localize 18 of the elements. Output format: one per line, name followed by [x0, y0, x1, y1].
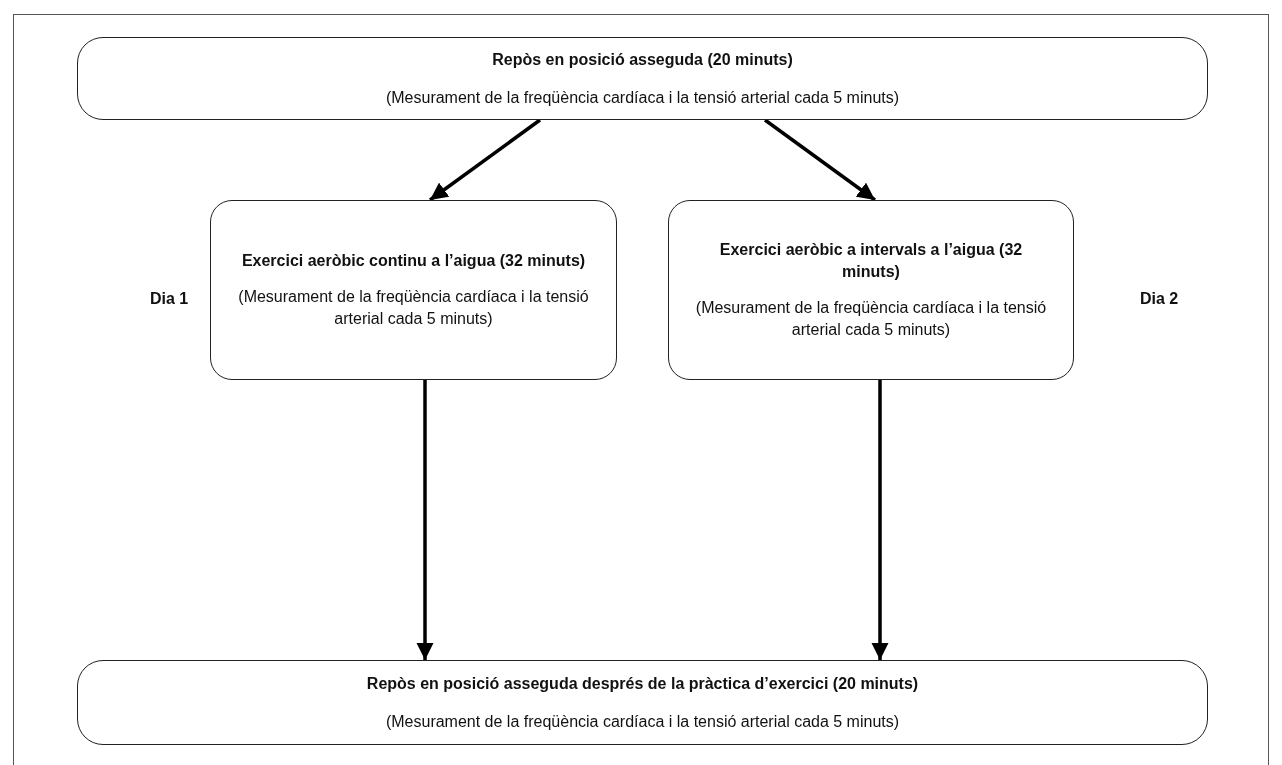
- step-description: (Mesurament de la freqüència cardíaca i la tensió arterial cada 5 minuts): [694, 298, 1048, 340]
- step-title: Exercici aeròbic a intervals a l’aigua (32 minuts): [718, 240, 1024, 282]
- arrow: [428, 118, 542, 202]
- step-description: (Mesurament de la freqüència cardíaca i la tensió arterial cada 5 minuts): [385, 711, 900, 732]
- step-title: Exercici aeròbic continu a l’aigua (32 minuts): [241, 251, 586, 271]
- process-box: [668, 200, 1074, 380]
- arrow: [763, 118, 877, 202]
- arrow: [416, 380, 434, 660]
- day-label: Dia 1: [150, 290, 189, 308]
- step-description: (Mesurament de la freqüència cardíaca i la tensió arterial cada 5 minuts): [385, 87, 900, 108]
- process-box: [210, 200, 617, 380]
- day-label: Dia 2: [1140, 290, 1179, 308]
- process-box: [77, 660, 1208, 745]
- step-description: (Mesurament de la freqüència cardíaca i la tensió arterial cada 5 minuts): [237, 287, 590, 329]
- step-title: Repòs en posició asseguda després de la pràctica d’exercici (20 minuts): [366, 673, 919, 694]
- process-box: [77, 37, 1208, 120]
- arrow: [871, 380, 889, 660]
- step-title: Repòs en posició asseguda (20 minuts): [492, 49, 793, 70]
